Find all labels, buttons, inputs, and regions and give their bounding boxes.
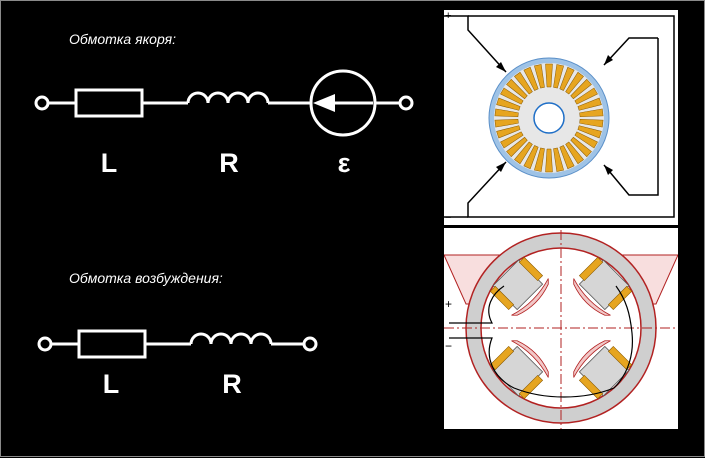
rotor-slot-winding: [496, 125, 521, 139]
rotor-slot-winding: [514, 71, 533, 95]
stator-pole: [489, 340, 549, 400]
field-minus-terminal: −: [445, 339, 452, 353]
rotor-slot-winding: [579, 118, 604, 128]
stator-pole: [489, 256, 549, 316]
rotor-slot-winding: [514, 141, 533, 165]
field-right-terminal: [302, 336, 318, 352]
rotor-slot-winding: [545, 148, 553, 173]
armature-lead-top: [444, 15, 507, 73]
rotor-slot-winding: [577, 125, 602, 139]
rotor-slot-winding: [570, 136, 592, 158]
rotor-shaft: [533, 102, 565, 134]
armature-rotor: [488, 57, 610, 179]
field-coil-wire-lower: [449, 285, 634, 398]
armature-plus-terminal: +: [445, 10, 451, 22]
rotor-slot-winding: [577, 97, 602, 111]
field-left-terminal: [37, 336, 53, 352]
rotor-slot-winding: [496, 97, 521, 111]
armature-emf-label: ε: [337, 148, 351, 178]
field-resistance-label: R: [222, 369, 242, 399]
rotor-slot-winding: [553, 147, 564, 172]
armature-winding-title: Обмотка якоря:: [69, 31, 176, 47]
rotor-slots: [494, 63, 604, 173]
rotor-slot-winding: [506, 136, 528, 158]
rotor-slot-winding: [500, 87, 524, 105]
armature-illustration-panel: + −: [444, 10, 678, 225]
rotor-slot-winding: [545, 63, 553, 88]
rotor-slot-winding: [574, 131, 598, 149]
rotor-slot-winding: [523, 145, 539, 170]
armature-brush-right-bottom: [603, 38, 659, 196]
armature-left-terminal: [34, 95, 50, 111]
rotor-slot-winding: [570, 78, 592, 100]
rotor-slot-winding: [559, 66, 575, 91]
rotor-slot-winding: [494, 108, 519, 118]
field-illustration-panel: + −: [443, 228, 679, 429]
rotor-slot-winding: [553, 64, 564, 89]
rotor-slot-winding: [506, 78, 528, 100]
stator-illustration: + −: [443, 230, 679, 429]
rotor-slot-winding: [494, 118, 519, 128]
field-inductor-symbol: [189, 332, 273, 345]
rotor-slot-winding: [523, 66, 539, 91]
armature-illustration: + −: [444, 10, 675, 224]
rotor-slot-winding: [565, 141, 584, 165]
rotor-slot-winding: [534, 64, 545, 89]
armature-inductor-symbol: [186, 91, 270, 104]
field-circuit: [37, 329, 318, 359]
armature-circuit: [34, 69, 414, 137]
armature-right-terminal: [398, 95, 414, 111]
rotor-slot-winding: [559, 145, 575, 170]
armature-brush-right-top: [603, 37, 658, 66]
stator-pole: [573, 340, 633, 400]
rotor-slot-winding: [579, 108, 604, 118]
armature-resistance-label: R: [219, 148, 239, 178]
field-inductance-label: L: [102, 369, 120, 399]
field-resistor-symbol: [77, 329, 147, 359]
rotor-slot-winding: [500, 131, 524, 149]
emf-source-arrowhead: [313, 94, 335, 112]
armature-resistor-symbol: [74, 88, 144, 118]
rotor-slot-winding: [534, 147, 545, 172]
field-coil-wire-upper: [449, 285, 505, 324]
rotor-slot-winding: [565, 71, 584, 95]
armature-minus-terminal: −: [445, 212, 451, 224]
stator-pole: [573, 256, 633, 316]
field-plus-terminal: +: [445, 297, 452, 311]
field-winding-title: Обмотка возбуждения:: [69, 270, 223, 286]
stator-poles: [489, 256, 633, 400]
rotor-slot-winding: [574, 87, 598, 105]
armature-inductance-label: L: [100, 148, 118, 178]
armature-lead-frame: [467, 15, 675, 218]
